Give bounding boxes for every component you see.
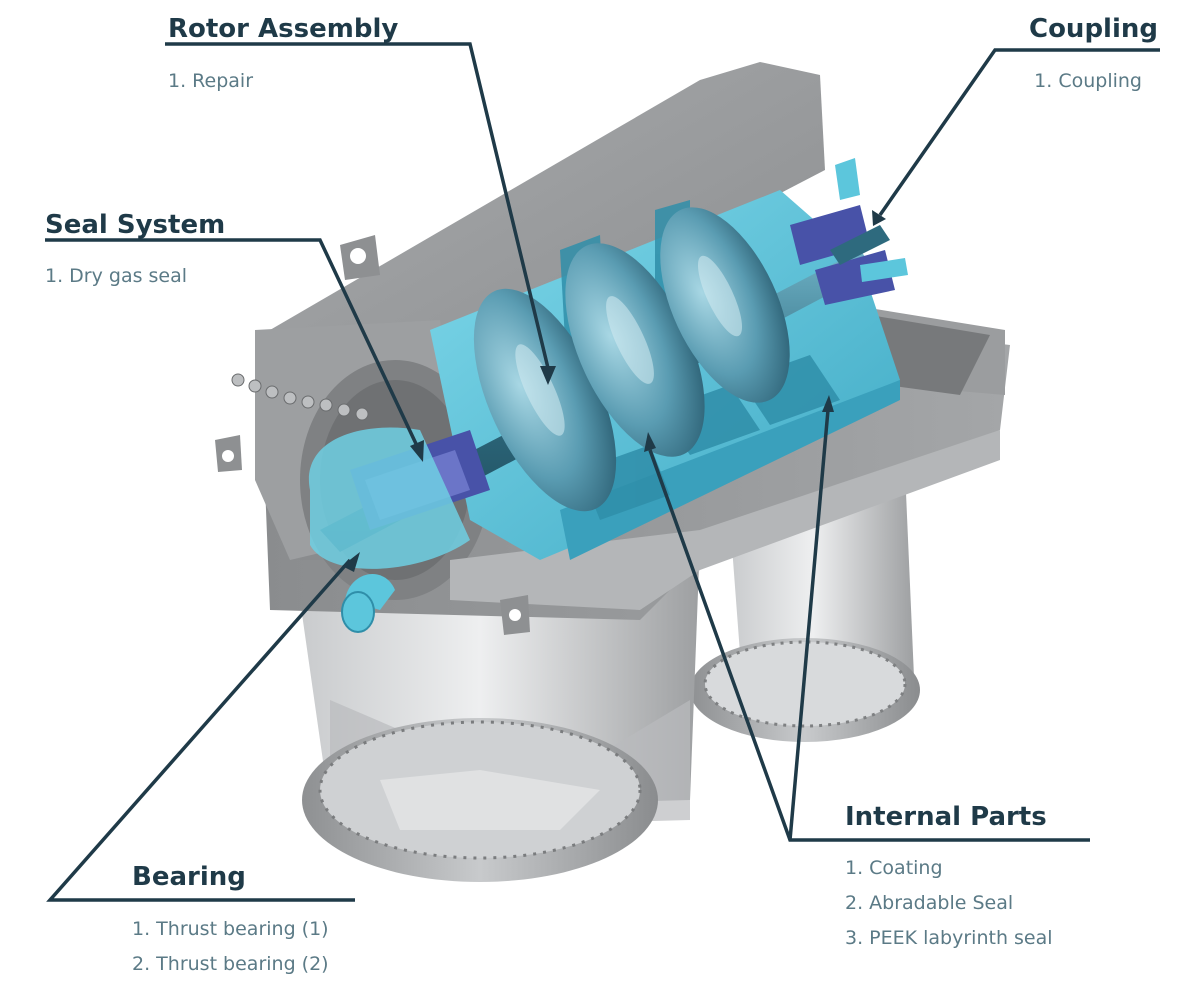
- internal-parts-item-2: 2. Abradable Seal: [845, 892, 1014, 914]
- rotor-assembly-title: Rotor Assembly: [168, 14, 399, 44]
- leader-lines: [45, 42, 1160, 902]
- coupling-arrowhead: [872, 210, 886, 226]
- seal-system-leader: [45, 238, 420, 449]
- seal-system-title: Seal System: [45, 210, 226, 240]
- internal-parts-leader-b: [788, 409, 830, 841]
- bearing-leader: [46, 558, 355, 902]
- internal-parts-arrowhead-b: [822, 395, 834, 412]
- seal-system-item-1: 1. Dry gas seal: [45, 265, 188, 287]
- coupling-item-1: 1. Coupling: [1034, 70, 1142, 92]
- seal-system-arrowhead: [410, 440, 424, 462]
- rotor-assembly-arrowhead: [540, 366, 556, 385]
- rotor-assembly-leader: [165, 42, 550, 369]
- internal-parts-item-3: 3. PEEK labyrinth seal: [845, 927, 1053, 949]
- bearing-item-1: 1. Thrust bearing (1): [132, 918, 329, 940]
- seal-and-bearing-housings: [308, 158, 908, 633]
- bearing-item-2: 2. Thrust bearing (2): [132, 953, 329, 975]
- internal-parts-title: Internal Parts: [845, 802, 1047, 832]
- bearing-title: Bearing: [132, 862, 246, 892]
- bearing-arrowhead: [342, 552, 360, 572]
- coupling-leader: [878, 48, 1160, 217]
- internal-parts-arrowhead-a: [644, 432, 656, 452]
- rotor-assembly-item-1: 1. Repair: [168, 70, 253, 92]
- internal-parts-item-1: 1. Coating: [845, 857, 943, 879]
- coupling-title: Coupling: [1028, 14, 1158, 44]
